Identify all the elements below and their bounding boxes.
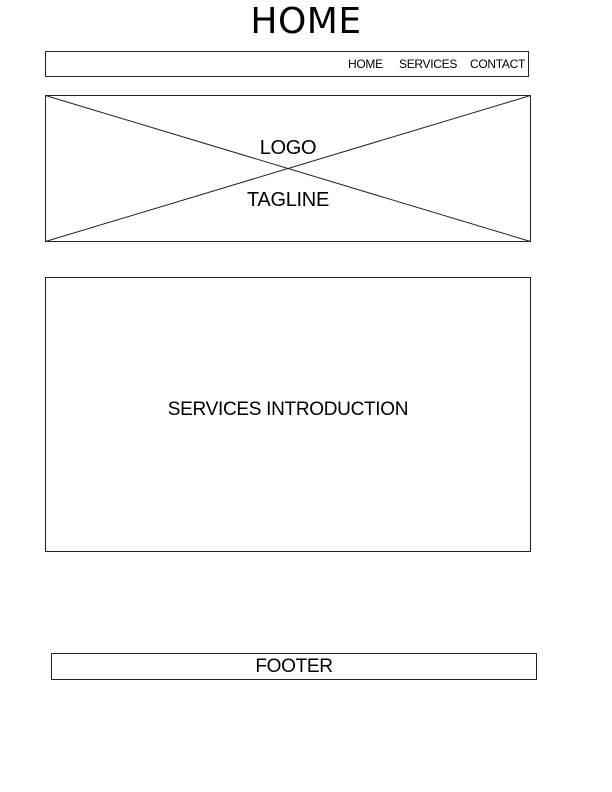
services-introduction-label: SERVICES INTRODUCTION [167,399,409,420]
nav-bar: HOME SERVICES CONTACT [45,51,529,77]
logo-placeholder: LOGO [259,137,317,159]
page-title: HOME [250,1,362,42]
hero-frame [45,95,531,242]
footer-label: FOOTER [255,656,333,677]
hero-banner: LOGO TAGLINE [45,95,531,242]
tagline-placeholder: TAGLINE [247,189,329,211]
footer: FOOTER [51,653,537,680]
placeholder-cross-line-2 [45,95,531,242]
image-placeholder-icon [45,95,531,242]
nav-item-services[interactable]: SERVICES [399,57,458,71]
nav-item-contact[interactable]: CONTACT [470,57,526,71]
nav-item-home[interactable]: HOME [348,57,383,71]
services-introduction-section: SERVICES INTRODUCTION [45,277,531,552]
